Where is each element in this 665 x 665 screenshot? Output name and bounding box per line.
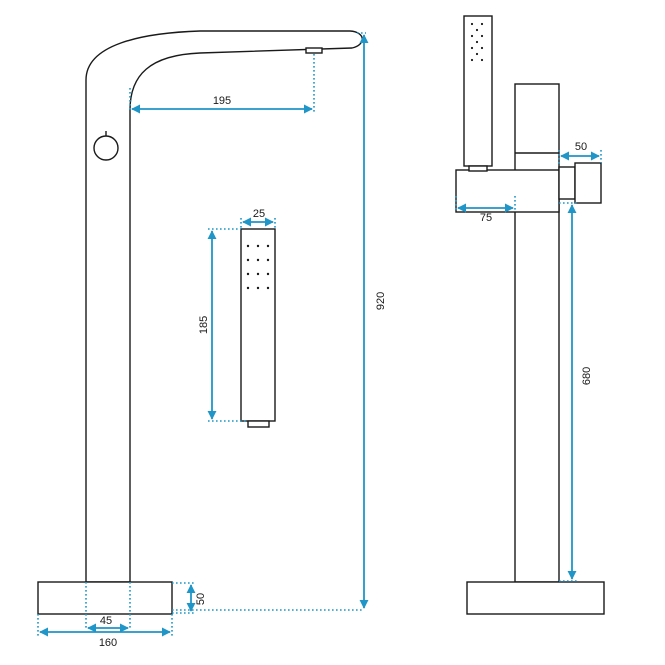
label-base-width: 160: [99, 637, 117, 649]
label-total-height: 920: [375, 292, 387, 310]
label-column-width: 45: [100, 615, 112, 627]
label-handshower-width: 25: [253, 208, 265, 220]
handshower-front: [240, 228, 276, 422]
dim-handshower-width: 25: [240, 208, 276, 229]
wall-bracket-arm: [558, 166, 576, 200]
side-column: [514, 83, 560, 583]
side-view: 50 75 680: [455, 15, 605, 615]
dim-base-width: 160: [37, 614, 173, 649]
dim-holder-height: 680: [559, 202, 593, 582]
front-view: 195 920 25 185 50: [37, 30, 387, 649]
dim-spout-reach: 195: [129, 54, 315, 114]
handshower-connector: [247, 420, 270, 428]
label-holder-width: 50: [575, 141, 587, 153]
holder-block: [455, 169, 560, 213]
dim-handshower-length: 185: [198, 228, 248, 422]
handshower-side-nozzles: [470, 22, 484, 62]
spout-aerator: [305, 47, 323, 54]
label-handshower-length: 185: [198, 316, 210, 334]
base-plate: [37, 581, 173, 615]
dim-holder-width: 50: [558, 141, 602, 165]
handshower-nozzles: [246, 244, 270, 290]
handshower-side-connector: [468, 165, 488, 172]
label-base-height: 50: [195, 593, 207, 605]
dim-total-height: 920: [172, 32, 387, 611]
handshower-side: [463, 15, 493, 167]
side-base: [466, 581, 605, 615]
dim-holder-offset: 75: [455, 196, 516, 224]
wall-bracket: [574, 162, 602, 204]
faucet-body: [85, 30, 363, 583]
label-spout-reach: 195: [213, 95, 231, 107]
dim-base-height: 50: [172, 582, 207, 614]
label-holder-offset: 75: [480, 212, 492, 224]
mixer-knob: [93, 135, 119, 161]
label-holder-height: 680: [581, 367, 593, 385]
